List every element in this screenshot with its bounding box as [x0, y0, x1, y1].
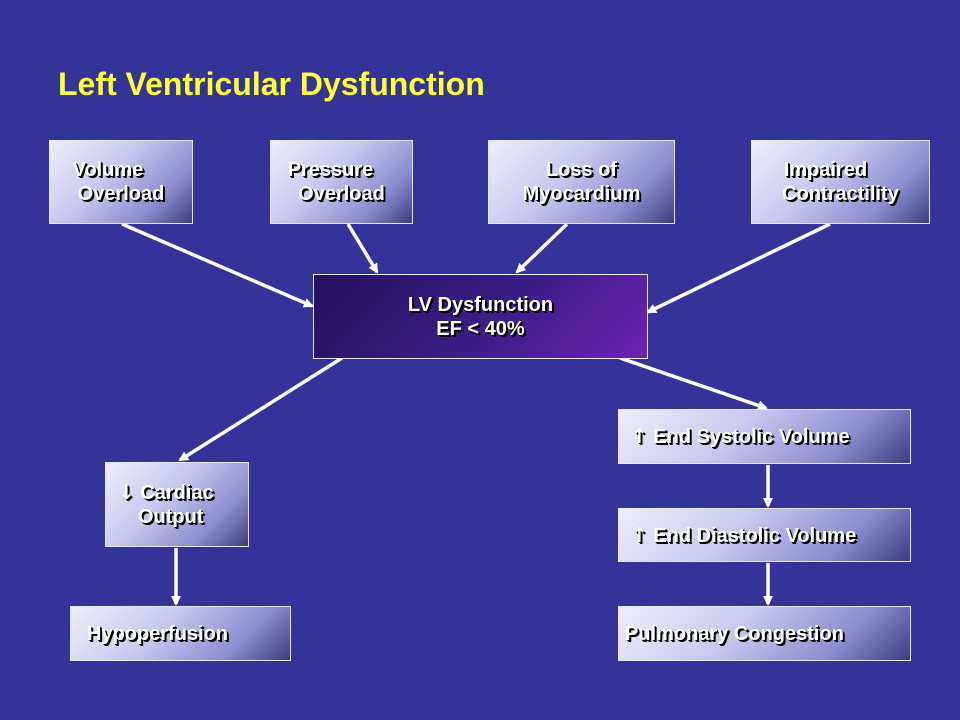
arrow-pressure-to-lv — [346, 223, 379, 274]
hypoperfusion-box: Hypoperfusion — [70, 606, 291, 661]
arrow-impaired-to-lv — [646, 222, 831, 314]
up-arrow-icon: ↑ — [631, 522, 648, 547]
cardiac-output-box: ↓ Cardiac Output — [105, 462, 249, 547]
pressure-overload-box: Pressure Overload — [270, 140, 413, 224]
impaired-contractility-box: Impaired Contractility — [751, 140, 930, 224]
arrow-lv-to-cardiac — [178, 356, 343, 462]
arrow-volume-to-lv — [121, 222, 314, 308]
pulmonary-congestion-box: Pulmonary Congestion — [618, 606, 911, 661]
arrow-loss-to-lv — [515, 222, 569, 274]
end-diastolic-volume-box: ↑ End Diastolic Volume — [618, 508, 911, 562]
end-systolic-volume-box: ↑ End Systolic Volume — [618, 409, 911, 464]
down-arrow-icon: ↓ — [118, 480, 135, 504]
slide-title: Left Ventricular Dysfunction — [58, 66, 485, 102]
lv-dysfunction-box: LV Dysfunction EF < 40% — [313, 274, 648, 359]
loss-of-myocardium-box: Loss of Myocardium — [488, 140, 675, 224]
volume-overload-box: Volume Overload — [49, 140, 193, 224]
up-arrow-icon: ↑ — [631, 424, 648, 448]
arrow-lv-to-esv — [619, 356, 768, 411]
